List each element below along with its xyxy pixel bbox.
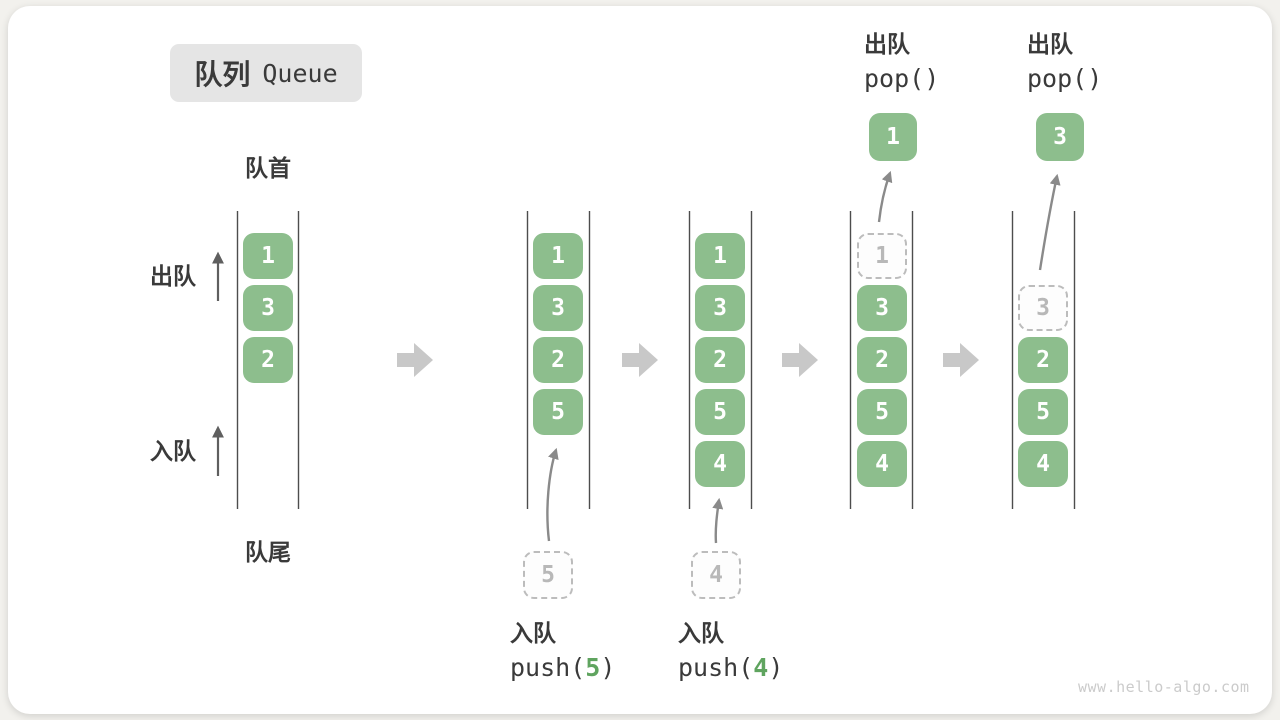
- transition-arrow-icon: [782, 343, 818, 377]
- pop-label-code: pop(): [1027, 64, 1103, 93]
- title-zh: 队列: [194, 59, 251, 90]
- push-arg-value: 5: [585, 653, 601, 682]
- push-label-code: push(5): [510, 653, 616, 682]
- pop-arrow-icon: [877, 170, 893, 223]
- title-en: Queue: [262, 58, 338, 88]
- queue-item-box: 2: [533, 337, 583, 383]
- queue-item-box: 2: [1018, 337, 1068, 383]
- incoming-item-box: 5: [523, 551, 573, 599]
- push-operation-label: 入队 push(5): [510, 620, 616, 682]
- state-column-lines: [236, 211, 1076, 509]
- queue-rear-label: 队尾: [245, 539, 291, 565]
- queue-item-box: 1: [533, 233, 583, 279]
- pop-operation-label: 出队 pop(): [1027, 31, 1103, 93]
- queue-front-label: 队首: [245, 155, 291, 181]
- incoming-item-box: 4: [691, 551, 741, 599]
- popped-item-box: 3: [1036, 113, 1084, 161]
- transition-arrow-icon: [943, 343, 979, 377]
- queue-item-box: 3: [533, 285, 583, 331]
- queue-item-box: 4: [695, 441, 745, 487]
- queue-item-box: 3: [695, 285, 745, 331]
- push-arrow-icon: [546, 447, 559, 542]
- queue-item-box: 4: [857, 441, 907, 487]
- queue-item-box: 3: [857, 285, 907, 331]
- queue-item-box: 2: [243, 337, 293, 383]
- queue-item-box: 5: [695, 389, 745, 435]
- queue-item-box: 1: [243, 233, 293, 279]
- push-operation-label: 入队 push(4): [678, 620, 784, 682]
- pop-label-zh: 出队: [1027, 31, 1073, 57]
- push-arrow-icon: [712, 497, 724, 544]
- queue-item-box: 2: [857, 337, 907, 383]
- push-label-zh: 入队: [510, 620, 556, 646]
- title-badge: 队列 Queue: [170, 44, 362, 102]
- ghost-item-box: 3: [1018, 285, 1068, 331]
- pop-label-code: pop(): [864, 64, 940, 93]
- ghost-item-box: 1: [857, 233, 907, 279]
- queue-item-box: 5: [1018, 389, 1068, 435]
- pop-operation-label: 出队 pop(): [864, 31, 940, 93]
- watermark: www.hello-algo.com: [1078, 678, 1250, 696]
- transition-arrow-icon: [397, 343, 433, 377]
- pop-label-zh: 出队: [864, 31, 910, 57]
- queue-item-box: 1: [695, 233, 745, 279]
- queue-item-box: 4: [1018, 441, 1068, 487]
- transition-arrow-icon: [622, 343, 658, 377]
- push-label-zh: 入队: [678, 620, 724, 646]
- queue-item-box: 3: [243, 285, 293, 331]
- push-arg-value: 4: [753, 653, 769, 682]
- pop-arrow-icon: [1038, 173, 1061, 271]
- push-label-code: push(4): [678, 653, 784, 682]
- queue-item-box: 5: [857, 389, 907, 435]
- queue-item-box: 2: [695, 337, 745, 383]
- popped-item-box: 1: [869, 113, 917, 161]
- dequeue-side-label: 出队: [150, 263, 196, 289]
- enqueue-side-label: 入队: [150, 438, 196, 464]
- queue-item-box: 5: [533, 389, 583, 435]
